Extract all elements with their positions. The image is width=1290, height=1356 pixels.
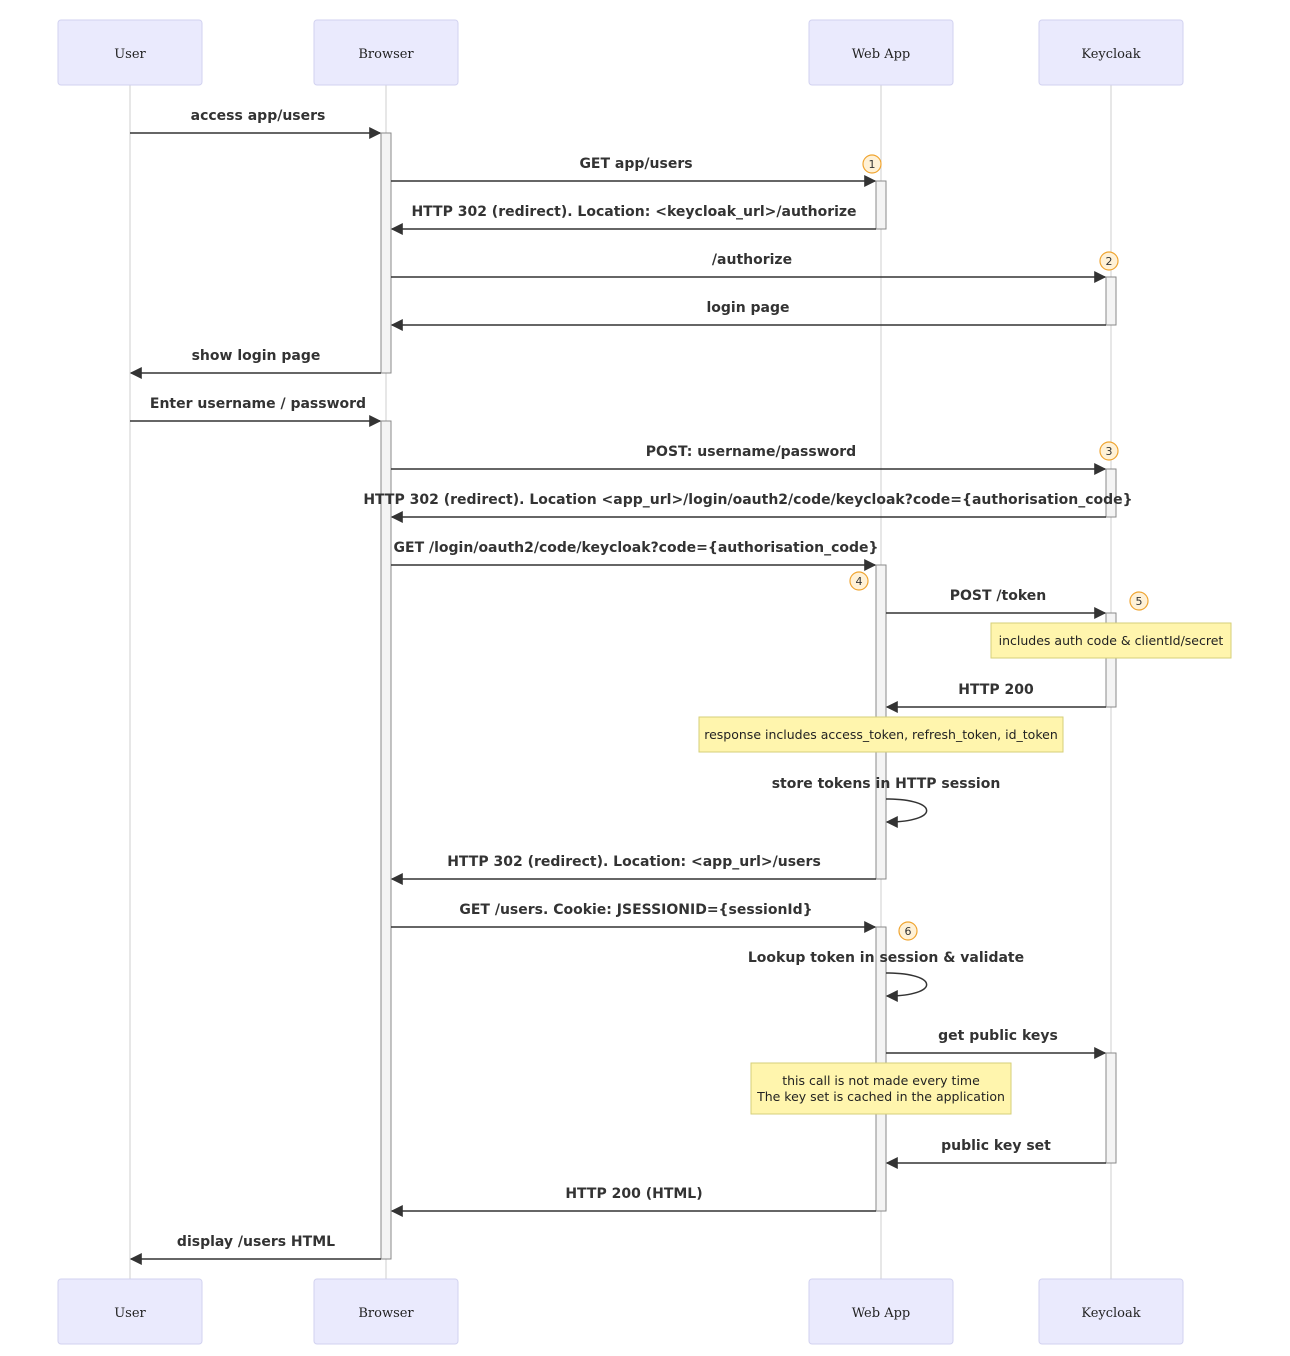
message-label: Enter username / password (150, 396, 366, 412)
actor-user-bottom: User (57, 1278, 203, 1345)
note-token-response: response includes access_token, refresh_… (698, 716, 1064, 753)
activation-keycloak-1 (1105, 276, 1117, 326)
actors-top: User Browser Web App Keycloak (57, 19, 1184, 86)
badge-number: 3 (1106, 445, 1113, 458)
note-text: includes auth code & clientId/secret (999, 633, 1224, 648)
message-label: HTTP 200 (HTML) (565, 1186, 702, 1202)
actor-webapp-bottom: Web App (808, 1278, 954, 1345)
note-text: this call is not made every time (782, 1073, 980, 1088)
message-11: POST /token (886, 588, 1107, 619)
actor-label: Web App (852, 1306, 910, 1321)
actor-label: User (114, 47, 146, 62)
message-5: login page (390, 300, 1106, 331)
actors-bottom: User Browser Web App Keycloak (57, 1278, 1184, 1345)
badge-number: 2 (1106, 255, 1113, 268)
badge-2: 2 (1099, 251, 1119, 271)
actor-label: Browser (358, 47, 414, 62)
message-13-self: store tokens in HTTP session (772, 776, 1001, 828)
activation-browser-1 (380, 132, 392, 374)
message-1: access app/users (130, 108, 382, 139)
badge-number: 6 (905, 925, 912, 938)
badge-1: 1 (862, 154, 882, 174)
actor-keycloak-bottom: Keycloak (1038, 1278, 1184, 1345)
message-label: /authorize (712, 252, 792, 268)
message-label: show login page (192, 348, 321, 364)
message-7: Enter username / password (130, 396, 382, 427)
note-auth-code: includes auth code & clientId/secret (990, 622, 1232, 659)
message-4: /authorize (391, 252, 1107, 283)
badge-3: 3 (1099, 441, 1119, 461)
message-20: display /users HTML (129, 1234, 381, 1265)
message-label: get public keys (938, 1028, 1058, 1044)
badges: 1 2 3 4 5 6 (849, 154, 1149, 941)
message-label: GET /login/oauth2/code/keycloak?code={au… (394, 540, 879, 556)
actor-webapp-top: Web App (808, 19, 954, 86)
actor-label: Keycloak (1081, 1306, 1140, 1321)
badge-5: 5 (1129, 591, 1149, 611)
notes: includes auth code & clientId/secret res… (698, 622, 1232, 1115)
message-17: get public keys (886, 1028, 1107, 1059)
message-label: login page (706, 300, 789, 316)
actor-label: User (114, 1306, 146, 1321)
activation-browser-2 (380, 420, 392, 1260)
message-6: show login page (129, 348, 381, 379)
message-9: HTTP 302 (redirect). Location <app_url>/… (363, 492, 1133, 523)
message-label: store tokens in HTTP session (772, 776, 1001, 792)
message-label: Lookup token in session & validate (748, 950, 1024, 966)
actor-browser-top: Browser (313, 19, 459, 86)
messages: access app/users GET app/users HTTP 302 … (129, 108, 1133, 1265)
actor-label: Browser (358, 1306, 414, 1321)
badge-number: 5 (1136, 595, 1143, 608)
note-text: response includes access_token, refresh_… (704, 727, 1058, 742)
actor-keycloak-top: Keycloak (1038, 19, 1184, 86)
message-2: GET app/users (391, 156, 877, 187)
message-16-self: Lookup token in session & validate (748, 950, 1024, 1002)
message-18: public key set (885, 1138, 1106, 1169)
message-8: POST: username/password (391, 444, 1107, 475)
message-label: HTTP 200 (958, 682, 1034, 698)
activation-keycloak-4 (1105, 1052, 1117, 1164)
badge-6: 6 (898, 921, 918, 941)
message-19: HTTP 200 (HTML) (390, 1186, 876, 1217)
actor-browser-bottom: Browser (313, 1278, 459, 1345)
actor-label: Keycloak (1081, 47, 1140, 62)
message-12: HTTP 200 (885, 682, 1106, 713)
actor-user-top: User (57, 19, 203, 86)
activation-keycloak-3 (1105, 612, 1117, 708)
badge-4: 4 (849, 571, 869, 591)
badge-number: 1 (869, 158, 876, 171)
message-label: display /users HTML (177, 1234, 335, 1250)
message-label: GET /users. Cookie: JSESSIONID={sessionI… (459, 902, 812, 918)
message-label: HTTP 302 (redirect). Location: <app_url>… (447, 854, 821, 870)
actor-label: Web App (852, 47, 910, 62)
message-10: GET /login/oauth2/code/keycloak?code={au… (391, 540, 879, 571)
message-label: HTTP 302 (redirect). Location <app_url>/… (363, 492, 1132, 508)
message-label: GET app/users (579, 156, 692, 172)
message-14: HTTP 302 (redirect). Location: <app_url>… (390, 854, 876, 885)
message-3: HTTP 302 (redirect). Location: <keycloak… (390, 204, 876, 235)
message-15: GET /users. Cookie: JSESSIONID={sessionI… (391, 902, 877, 933)
activation-keycloak-2 (1105, 468, 1117, 518)
note-text: The key set is cached in the application (756, 1089, 1005, 1104)
message-label: POST /token (950, 588, 1047, 604)
message-label: access app/users (191, 108, 326, 124)
message-label: public key set (941, 1138, 1051, 1154)
badge-number: 4 (856, 575, 863, 588)
note-key-cache: this call is not made every time The key… (750, 1062, 1012, 1115)
activation-webapp-1 (875, 180, 887, 230)
message-label: HTTP 302 (redirect). Location: <keycloak… (411, 204, 856, 220)
message-label: POST: username/password (646, 444, 856, 460)
